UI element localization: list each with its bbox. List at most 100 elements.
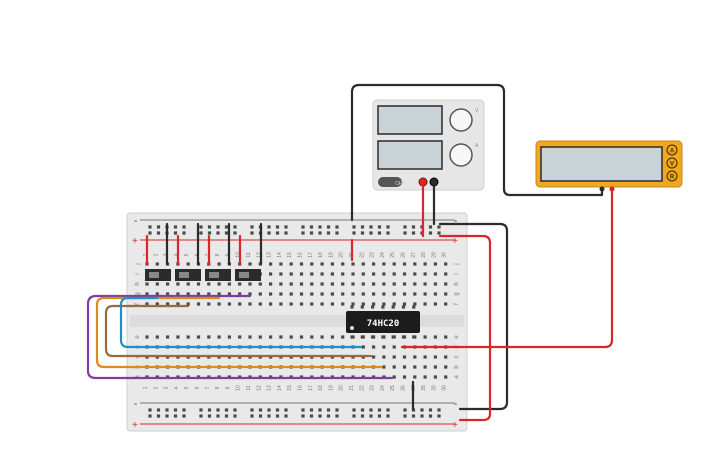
breadboard-hole[interactable] [392, 262, 396, 266]
psu-negative-terminal[interactable] [429, 177, 439, 187]
rail-hole[interactable] [284, 408, 288, 412]
rail-hole[interactable] [216, 408, 220, 412]
breadboard-hole[interactable] [402, 355, 407, 359]
rail-hole[interactable] [182, 414, 186, 418]
breadboard-hole[interactable] [361, 345, 365, 349]
breadboard-hole[interactable] [320, 272, 324, 276]
rail-hole[interactable] [182, 225, 186, 229]
breadboard-hole[interactable] [444, 262, 448, 266]
breadboard-hole[interactable] [299, 335, 304, 339]
breadboard-hole[interactable] [382, 282, 386, 286]
breadboard-hole[interactable] [166, 292, 170, 296]
breadboard-hole[interactable] [207, 282, 211, 286]
breadboard-hole[interactable] [238, 335, 242, 339]
rail-hole[interactable] [258, 408, 263, 412]
breadboard-hole[interactable] [444, 375, 448, 379]
multimeter-mode-r-button[interactable]: R [666, 170, 678, 182]
breadboard-hole[interactable] [392, 375, 396, 379]
rail-hole[interactable] [182, 408, 186, 412]
multimeter-mode-buttons[interactable]: AVR [666, 144, 678, 182]
breadboard-hole[interactable] [433, 335, 437, 339]
breadboard-hole[interactable] [176, 292, 180, 296]
breadboard-hole[interactable] [269, 262, 273, 266]
rail-hole[interactable] [173, 231, 178, 235]
breadboard-hole[interactable] [433, 355, 437, 359]
breadboard-hole[interactable] [444, 335, 448, 339]
breadboard-hole[interactable] [217, 302, 221, 306]
rail-hole[interactable] [199, 414, 203, 418]
breadboard-hole[interactable] [372, 302, 376, 306]
breadboard-hole[interactable] [155, 335, 159, 339]
rail-hole[interactable] [403, 225, 407, 229]
rail-hole[interactable] [275, 225, 280, 229]
breadboard-hole[interactable] [207, 335, 211, 339]
breadboard-hole[interactable] [341, 272, 345, 276]
breadboard-hole[interactable] [444, 302, 448, 306]
breadboard-hole[interactable] [279, 262, 283, 266]
rail-hole[interactable] [148, 408, 152, 412]
breadboard-hole[interactable] [196, 282, 201, 286]
breadboard-hole[interactable] [392, 292, 396, 296]
slide-switch[interactable] [205, 269, 231, 281]
breadboard-hole[interactable] [207, 302, 211, 306]
rail-hole[interactable] [377, 414, 382, 418]
breadboard-hole[interactable] [248, 335, 252, 339]
breadboard-hole[interactable] [310, 292, 314, 296]
breadboard-hole[interactable] [382, 262, 386, 266]
rail-hole[interactable] [165, 408, 169, 412]
breadboard-hole[interactable] [310, 302, 314, 306]
chip-pin[interactable] [350, 335, 354, 339]
breadboard-hole[interactable] [382, 272, 386, 276]
breadboard-hole[interactable] [299, 282, 304, 286]
rail-hole[interactable] [199, 231, 203, 235]
breadboard-hole[interactable] [217, 335, 221, 339]
breadboard-hole[interactable] [227, 302, 231, 306]
breadboard-hole[interactable] [289, 272, 293, 276]
rail-hole[interactable] [403, 231, 407, 235]
slide-switch[interactable] [235, 269, 261, 281]
rail-hole[interactable] [411, 225, 416, 229]
rail-hole[interactable] [428, 414, 433, 418]
breadboard-hole[interactable] [372, 355, 376, 359]
breadboard-hole[interactable] [186, 262, 190, 266]
breadboard-hole[interactable] [423, 262, 427, 266]
breadboard-hole[interactable] [330, 292, 334, 296]
breadboard-hole[interactable] [341, 292, 345, 296]
chip-pin[interactable] [391, 335, 395, 339]
rail-hole[interactable] [224, 231, 229, 235]
chip-pin[interactable] [381, 335, 385, 339]
breadboard-hole[interactable] [433, 292, 437, 296]
breadboard-hole[interactable] [330, 262, 334, 266]
breadboard-hole[interactable] [217, 292, 221, 296]
breadboard-hole[interactable] [269, 335, 273, 339]
breadboard-hole[interactable] [341, 335, 345, 339]
breadboard-hole[interactable] [423, 355, 427, 359]
chip-pin[interactable] [401, 335, 406, 339]
rail-hole[interactable] [156, 414, 161, 418]
rail-hole[interactable] [148, 225, 152, 229]
rail-hole[interactable] [301, 231, 305, 235]
rail-hole[interactable] [284, 414, 288, 418]
rail-hole[interactable] [207, 231, 212, 235]
breadboard-hole[interactable] [392, 355, 396, 359]
breadboard-hole[interactable] [372, 262, 376, 266]
rail-hole[interactable] [369, 408, 373, 412]
breadboard-hole[interactable] [341, 282, 345, 286]
chip-pin[interactable] [401, 305, 406, 309]
breadboard-hole[interactable] [166, 282, 170, 286]
rail-hole[interactable] [309, 225, 314, 229]
slide-switch[interactable] [175, 269, 201, 281]
breadboard-hole[interactable] [145, 282, 149, 286]
breadboard-hole[interactable] [413, 292, 417, 296]
breadboard-hole[interactable] [145, 292, 149, 296]
breadboard-hole[interactable] [310, 335, 314, 339]
breadboard-hole[interactable] [330, 302, 334, 306]
rail-hole[interactable] [250, 414, 254, 418]
breadboard-hole[interactable] [289, 335, 293, 339]
breadboard-hole[interactable] [433, 262, 437, 266]
breadboard-hole[interactable] [155, 262, 159, 266]
rail-hole[interactable] [309, 408, 314, 412]
power-supply[interactable]: V A OFF [372, 99, 485, 191]
chip-pin[interactable] [371, 335, 375, 339]
breadboard-hole[interactable] [413, 282, 417, 286]
